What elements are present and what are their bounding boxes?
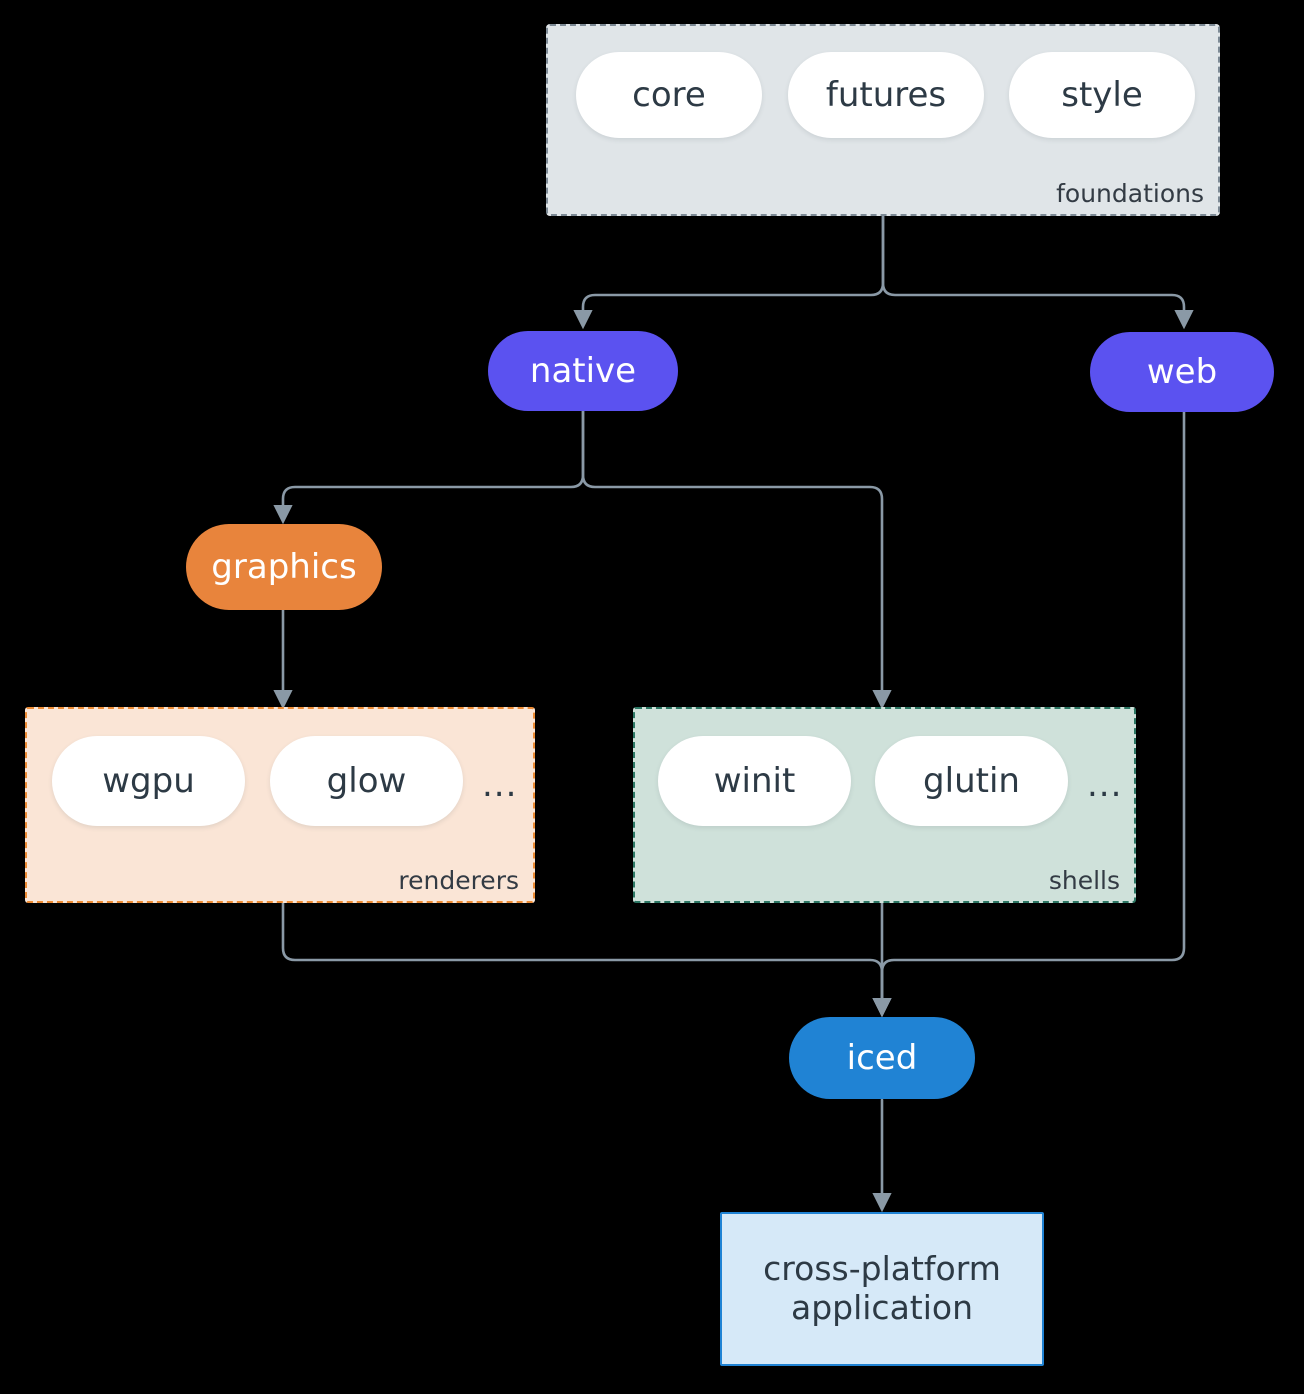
- edge-native-graphics: [273, 409, 585, 525]
- edge-native-shells: [581, 409, 892, 710]
- node-native[interactable]: native: [488, 331, 678, 411]
- node-core-label: core: [632, 74, 706, 115]
- node-cross-platform-application[interactable]: cross-platform application: [720, 1212, 1044, 1366]
- node-glutin-label: glutin: [923, 760, 1020, 801]
- group-shells-label: shells: [1048, 866, 1120, 895]
- node-graphics-label: graphics: [211, 546, 357, 587]
- node-native-label: native: [529, 350, 637, 391]
- node-style[interactable]: style: [1009, 52, 1195, 138]
- node-wgpu-label: wgpu: [102, 760, 195, 801]
- edge-foundations-web: [881, 214, 1194, 330]
- edge-renderers-iced: [281, 901, 892, 1018]
- application-label-line2: application: [790, 1288, 974, 1327]
- node-iced[interactable]: iced: [789, 1017, 975, 1099]
- group-renderers: wgpu glow ... renderers: [25, 707, 535, 903]
- node-style-label: style: [1061, 74, 1143, 115]
- group-renderers-label: renderers: [398, 866, 519, 895]
- group-foundations-label: foundations: [1056, 179, 1204, 208]
- node-core[interactable]: core: [576, 52, 762, 138]
- node-iced-label: iced: [846, 1037, 918, 1078]
- edge-foundations-native: [573, 214, 885, 330]
- application-label-line1: cross-platform: [763, 1249, 1001, 1289]
- node-futures-label: futures: [825, 74, 947, 115]
- renderers-ellipsis: ...: [482, 765, 518, 805]
- node-glutin[interactable]: glutin: [875, 736, 1068, 826]
- node-wgpu[interactable]: wgpu: [52, 736, 245, 826]
- node-graphics[interactable]: graphics: [186, 524, 382, 610]
- group-foundations: core futures style foundations: [546, 24, 1220, 216]
- node-winit-label: winit: [713, 760, 796, 801]
- group-shells: winit glutin ... shells: [633, 707, 1136, 903]
- node-web-label: web: [1146, 351, 1218, 392]
- node-winit[interactable]: winit: [658, 736, 851, 826]
- node-web[interactable]: web: [1090, 332, 1274, 412]
- node-glow-label: glow: [326, 760, 407, 801]
- node-glow[interactable]: glow: [270, 736, 463, 826]
- shells-ellipsis: ...: [1087, 765, 1123, 805]
- node-futures[interactable]: futures: [788, 52, 984, 138]
